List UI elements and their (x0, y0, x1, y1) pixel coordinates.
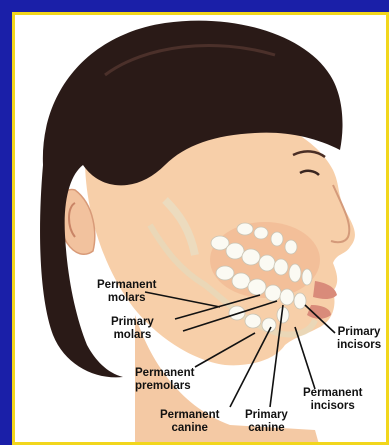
diagram-panel: Permanent molars Primary molars Permanen… (12, 12, 389, 445)
label-permanent-molars: Permanent molars (97, 279, 156, 305)
label-primary-molars: Primary molars (111, 316, 154, 342)
label-primary-incisors: Primary incisors (337, 326, 381, 352)
label-primary-canine: Primary canine (245, 409, 288, 435)
label-permanent-premolars: Permanent premolars (135, 367, 194, 393)
head-illustration (15, 15, 389, 445)
label-permanent-canine: Permanent canine (160, 409, 219, 435)
label-permanent-incisors: Permanent incisors (303, 387, 362, 413)
